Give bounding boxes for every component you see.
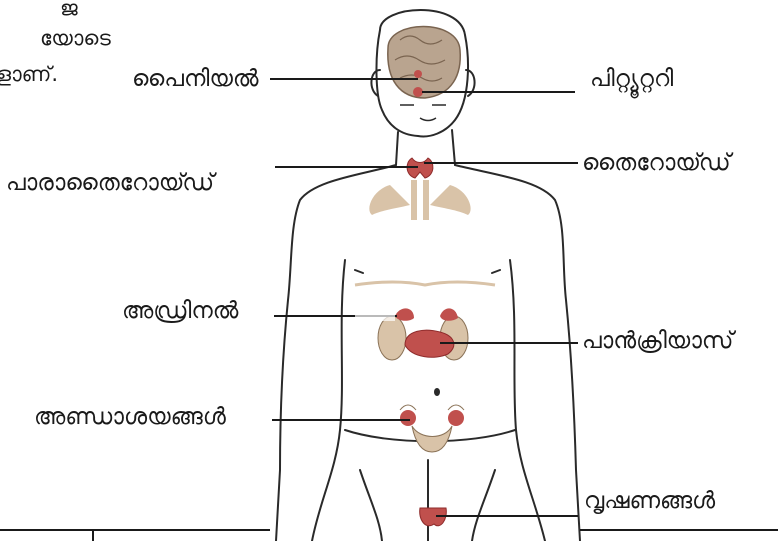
leg-right [472,470,495,541]
pineal-gland [414,70,422,78]
leg-left [360,470,382,541]
label-adrenal: അഡ്രിനൽ [122,296,238,326]
label-pancreas: പാൻക്രിയാസ് [582,326,733,356]
navel [434,388,440,396]
arm-right-inner [510,260,545,541]
torso-right [455,165,580,541]
adrenal-right [440,308,458,320]
kidney-left [378,316,406,360]
bottom-border-left [0,529,270,531]
label-parathyroid: പാരാതൈറോയ്ഡ് [6,168,214,198]
label-testes: വൃഷണങ്ങൾ [584,486,715,516]
ovary-left [400,410,416,426]
pituitary-gland [413,87,423,97]
trachea [414,180,426,220]
ovary-right [448,410,464,426]
label-thyroid: തൈറോയ്ഡ് [582,148,731,178]
label-pineal: പൈനിയൽ [132,64,259,94]
lung-right [430,185,471,215]
lung-left [369,185,410,215]
adrenal-left [395,308,414,320]
neck-outline [396,130,455,165]
bottom-divider [92,529,94,541]
arm-left-inner [312,260,345,541]
torso-left [276,165,396,541]
bottom-border-right [580,529,778,531]
label-pituitary: പിറ്റ്യൂറ്ററി [590,64,673,94]
chest-marks [355,270,500,273]
label-ovaries: അണ്ഡാശയങ്ങൾ [34,402,226,432]
uterus [412,426,452,452]
